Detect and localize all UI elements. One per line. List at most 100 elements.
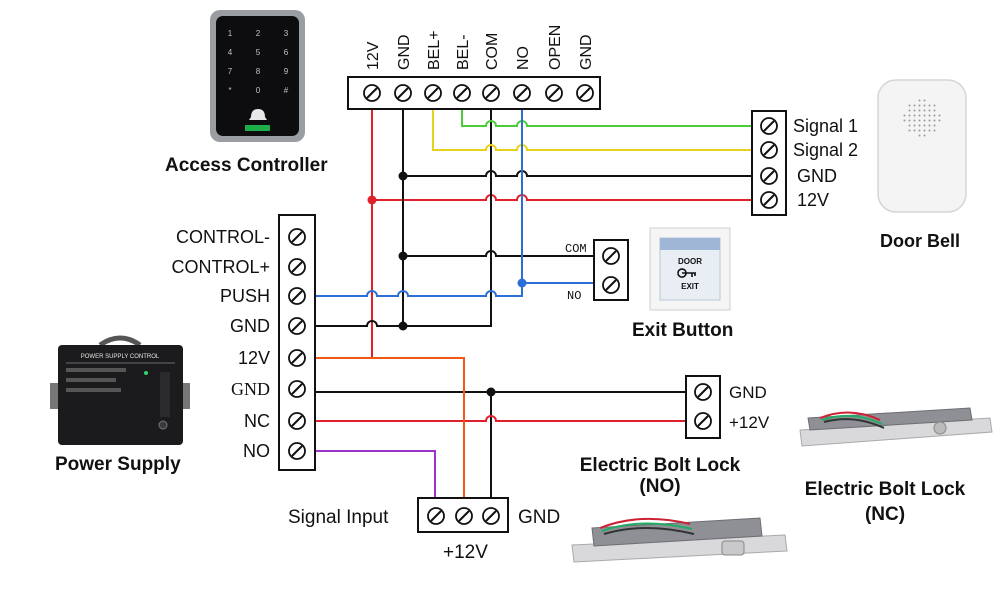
terminal-screw — [453, 84, 471, 102]
wire-green-bel-minus — [461, 108, 752, 127]
controller-terminal-label: GND — [578, 34, 595, 70]
bell-terminal-label: Signal 2 — [793, 140, 858, 160]
nc-lock-12v-label: +12V — [729, 413, 770, 432]
ps-terminal-label: CONTROL+ — [171, 257, 270, 277]
terminal-screw — [288, 442, 306, 460]
terminal-screw — [576, 84, 594, 102]
bell-terminal-label: GND — [797, 166, 837, 186]
speaker-grille — [903, 99, 941, 137]
nc-lock-gnd-label: GND — [729, 383, 767, 402]
wire-black-bell-gnd — [403, 170, 752, 177]
wire-black-ps-gnd — [315, 108, 492, 327]
ps-terminal-label: GND — [230, 316, 270, 336]
junction-dot — [367, 195, 377, 205]
controller-terminal-label: GND — [396, 34, 413, 70]
door-bell-device — [877, 79, 967, 213]
exit-face-door: DOOR — [678, 257, 702, 266]
nc-lock-title: Electric Bolt Lock — [805, 479, 966, 500]
keypad-key: 8 — [256, 67, 261, 76]
keypad-key: 2 — [256, 29, 261, 38]
controller-terminal-label: NO — [515, 46, 532, 70]
exit-no-label: NO — [567, 289, 581, 303]
ps-terminal-label: NO — [243, 441, 270, 461]
wire-orange-12v — [315, 357, 465, 498]
wires — [315, 108, 752, 498]
no-lock-12v-label: +12V — [443, 542, 488, 563]
terminal-screw — [482, 84, 500, 102]
junction-dot — [398, 171, 408, 181]
terminal-screw — [394, 84, 412, 102]
wire-purple-no — [315, 450, 436, 498]
controller-terminal-label: BEL- — [455, 34, 472, 70]
access-controller-device: 1 2 3 4 5 6 7 8 9 * 0 # — [210, 10, 305, 142]
terminal-screw — [760, 141, 778, 159]
keypad-key: 0 — [256, 86, 261, 95]
keypad-key: 4 — [228, 48, 233, 57]
power-supply-title: Power Supply — [55, 454, 181, 475]
keypad: 1 2 3 4 5 6 7 8 9 * 0 # — [228, 29, 289, 95]
door-bell-title: Door Bell — [880, 231, 960, 251]
terminal-screw — [288, 380, 306, 398]
controller-terminal-label: BEL+ — [426, 30, 443, 70]
wire-blue-push — [315, 283, 523, 297]
no-lock-title: Electric Bolt Lock — [580, 455, 741, 476]
ps-terminal-label: PUSH — [220, 286, 270, 306]
controller-terminal-label: 12V — [365, 41, 382, 70]
junction-dot — [398, 251, 408, 261]
power-supply-device: POWER SUPPLY CONTROL — [50, 335, 190, 445]
key-icon — [677, 268, 696, 278]
no-lock-signal-input-label: Signal Input — [288, 507, 389, 528]
keypad-key: 3 — [284, 29, 289, 38]
bell-terminal-label: 12V — [797, 190, 829, 210]
ps-terminal-block — [278, 214, 316, 471]
junctions — [367, 171, 527, 397]
keypad-key: 1 — [228, 29, 233, 38]
terminal-screw — [760, 191, 778, 209]
terminal-screw — [288, 228, 306, 246]
bell-icon — [249, 109, 267, 120]
no-lock-gnd-label: GND — [518, 507, 560, 528]
terminal-screw — [424, 84, 442, 102]
terminal-screw — [760, 117, 778, 135]
terminal-screw — [363, 84, 381, 102]
junction-dot — [486, 387, 496, 397]
bell-terminal-label: Signal 1 — [793, 116, 858, 136]
access-controller-title: Access Controller — [165, 155, 328, 176]
ps-terminal-label: NC — [244, 411, 270, 431]
terminal-screw — [288, 349, 306, 367]
junction-dot — [517, 278, 527, 288]
controller-terminal-labels: 12V GND BEL+ BEL- COM NO OPEN GND — [365, 25, 595, 70]
terminal-screw — [288, 287, 306, 305]
wire-yellow-bel-plus — [432, 108, 752, 151]
terminal-screw — [288, 258, 306, 276]
ps-terminal-label: CONTROL- — [176, 227, 270, 247]
no-lock-subtitle: (NO) — [639, 476, 680, 497]
terminal-screw — [288, 317, 306, 335]
terminal-screw — [513, 84, 531, 102]
exit-face-exit: EXIT — [681, 282, 699, 291]
terminal-screw — [760, 167, 778, 185]
exit-button-title: Exit Button — [632, 320, 733, 341]
keypad-key: 9 — [284, 67, 289, 76]
keypad-key: * — [228, 86, 231, 95]
wire-red-12v — [315, 108, 373, 359]
exit-com-label: COM — [565, 242, 587, 256]
wire-red-bell-12v — [372, 194, 752, 201]
keypad-key: 5 — [256, 48, 261, 57]
bell-terminal-labels: Signal 1 Signal 2 GND 12V — [793, 116, 858, 210]
terminal-screw — [288, 412, 306, 430]
exit-button-device: DOOR EXIT — [649, 227, 731, 311]
junction-dot — [398, 321, 408, 331]
card-reader-led — [245, 125, 270, 131]
controller-terminal-label: COM — [484, 33, 501, 70]
keypad-key: # — [284, 86, 289, 95]
controller-terminal-label: OPEN — [547, 25, 564, 70]
no-bolt-lock-device — [571, 517, 788, 563]
nc-bolt-lock-device — [799, 407, 993, 447]
terminal-screw — [545, 84, 563, 102]
keypad-key: 7 — [228, 67, 233, 76]
keypad-key: 6 — [284, 48, 289, 57]
wire-red-nc — [315, 415, 686, 422]
